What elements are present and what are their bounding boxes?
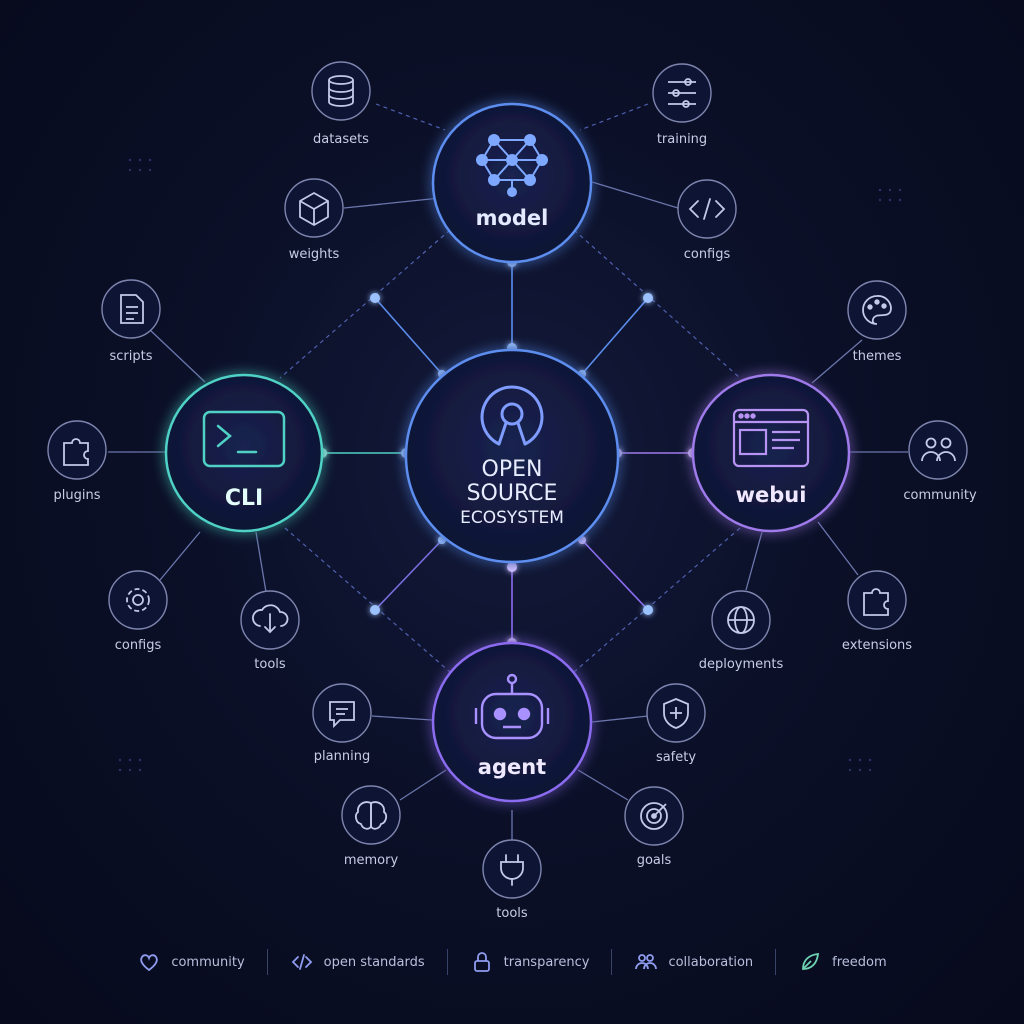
palette-icon	[862, 295, 892, 325]
cli-configs-label: configs	[115, 638, 162, 653]
footer-item-collaboration: collaboration	[612, 950, 775, 974]
plugins-node[interactable]	[47, 420, 107, 480]
dashed-connectors	[279, 103, 741, 673]
training-label: training	[657, 132, 707, 147]
footer-label: collaboration	[668, 954, 754, 970]
themes-label: themes	[853, 349, 902, 364]
leaf-icon	[802, 952, 820, 970]
safety-label: safety	[656, 750, 696, 765]
heart-icon	[140, 954, 159, 972]
footer-item-open-standards: open standards	[268, 950, 447, 974]
code-icon	[291, 954, 312, 970]
model-hub[interactable]: model	[431, 102, 593, 264]
shield-icon	[663, 698, 689, 729]
lock-icon	[473, 952, 490, 972]
extensions-label: extensions	[842, 638, 912, 653]
cli-tools-node[interactable]	[240, 590, 300, 650]
browser-window-icon	[732, 408, 810, 468]
model-configs-label: configs	[684, 247, 731, 262]
planning-label: planning	[314, 749, 370, 764]
open-source-icon	[480, 385, 544, 446]
agent-tools-node[interactable]	[482, 839, 542, 899]
satellite-labels: datasets training weights configs script…	[54, 132, 977, 921]
satellite-connectors	[108, 181, 908, 845]
plug-icon	[500, 854, 524, 886]
core-title-line1: OPEN	[482, 457, 543, 482]
globe-icon	[727, 606, 755, 634]
gear-icon	[126, 588, 150, 612]
cloud-download-icon	[252, 604, 289, 634]
core-node[interactable]: OPEN SOURCE ECOSYSTEM	[404, 348, 620, 564]
database-icon	[328, 75, 354, 107]
safety-node[interactable]	[646, 683, 706, 743]
community-node[interactable]	[908, 420, 968, 480]
scripts-label: scripts	[110, 349, 153, 364]
agent-hub-label: agent	[478, 755, 546, 779]
themes-node[interactable]	[847, 280, 907, 340]
cube-icon	[299, 192, 329, 226]
planning-node[interactable]	[312, 683, 372, 743]
core-title-line2: SOURCE	[467, 481, 558, 506]
footer-label: open standards	[323, 954, 425, 970]
goals-node[interactable]	[624, 786, 684, 846]
chat-bubble-icon	[329, 701, 355, 729]
robot-icon	[474, 673, 550, 740]
sliders-icon	[668, 78, 696, 108]
terminal-icon	[202, 410, 286, 468]
cli-hub-label: CLI	[225, 486, 263, 511]
datasets-label: datasets	[313, 132, 369, 147]
footer-divider	[266, 949, 268, 975]
webui-hub[interactable]: webui	[691, 373, 851, 533]
values-footer: community open standards transparency co…	[0, 940, 1024, 984]
target-icon	[640, 802, 668, 830]
scripts-node[interactable]	[101, 279, 161, 339]
puzzle-icon	[63, 438, 89, 466]
decorative-dots	[118, 158, 902, 772]
model-hub-label: model	[476, 206, 549, 230]
brain-icon	[354, 801, 388, 830]
model-configs-node[interactable]	[677, 179, 737, 239]
footer-divider	[611, 949, 613, 975]
weights-label: weights	[289, 247, 340, 262]
footer-item-community: community	[115, 950, 266, 974]
memory-label: memory	[344, 853, 399, 868]
agent-hub[interactable]: agent	[431, 641, 593, 803]
footer-item-transparency: transparency	[448, 950, 612, 974]
deployments-label: deployments	[699, 657, 784, 672]
extensions-node[interactable]	[847, 570, 907, 630]
footer-label: freedom	[832, 954, 887, 970]
goals-label: goals	[637, 853, 672, 868]
core-connectors	[322, 262, 693, 643]
footer-divider	[775, 949, 777, 975]
plugins-label: plugins	[54, 488, 101, 503]
community-label: community	[903, 488, 977, 503]
cli-tools-label: tools	[254, 657, 286, 672]
weights-node[interactable]	[284, 178, 344, 238]
agent-tools-label: tools	[496, 906, 528, 921]
core-title-line3: ECOSYSTEM	[460, 508, 564, 528]
code-icon	[688, 198, 726, 220]
deployments-node[interactable]	[711, 590, 771, 650]
network-graph-icon	[476, 134, 548, 197]
memory-node[interactable]	[341, 785, 401, 845]
footer-label: community	[171, 954, 245, 970]
datasets-node[interactable]	[311, 61, 371, 121]
footer-label: transparency	[503, 954, 590, 970]
people-icon	[635, 954, 658, 970]
puzzle-icon	[863, 588, 889, 616]
cli-hub[interactable]: CLI	[164, 373, 324, 533]
webui-hub-label: webui	[736, 483, 807, 507]
people-icon	[921, 437, 956, 462]
cli-configs-node[interactable]	[108, 570, 168, 630]
footer-item-freedom: freedom	[776, 950, 909, 974]
training-node[interactable]	[652, 63, 712, 123]
footer-divider	[446, 949, 448, 975]
document-icon	[120, 294, 144, 324]
